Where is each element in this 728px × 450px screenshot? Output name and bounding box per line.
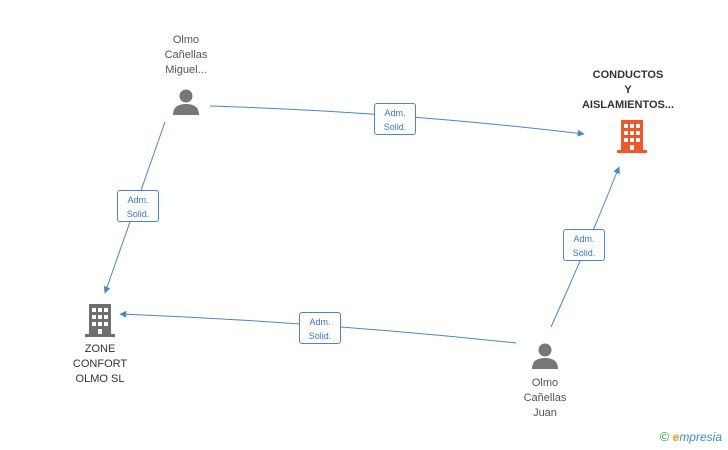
edge-role: Adm. (573, 234, 595, 244)
edge-label-miguel-zone: Adm. Solid. (117, 190, 159, 222)
edge-role: Adm. (309, 317, 331, 327)
person-icon (532, 343, 558, 369)
node-label-miguel[interactable]: Olmo Cañellas Miguel... (164, 34, 208, 76)
edge-role-type: Solid. (572, 248, 596, 258)
node-label-juan[interactable]: Olmo Cañellas Juan (523, 377, 567, 419)
edge-label-juan-zone: Adm. Solid. (299, 312, 341, 344)
brand-logo: © empresia (660, 429, 722, 444)
edge-role-type: Solid. (126, 209, 150, 219)
edge-role-type: Solid. (308, 331, 332, 341)
building-icon (85, 304, 115, 337)
node-label-conductos[interactable]: CONDUCTOS Y AISLAMIENTOS... (581, 69, 675, 111)
edge-role: Adm. (127, 195, 149, 205)
edge-role-type: Solid. (383, 122, 407, 132)
edge-label-miguel-conductos: Adm. Solid. (374, 103, 416, 135)
brand-name: mpresia (679, 430, 722, 444)
copyright-icon: © (659, 429, 670, 444)
edge-role: Adm. (384, 108, 406, 118)
node-label-zone[interactable]: ZONE CONFORT OLMO SL (72, 343, 128, 385)
person-icon (173, 89, 199, 115)
building-icon (617, 120, 647, 153)
edge-label-juan-conductos: Adm. Solid. (563, 229, 605, 261)
brand-initial: e (672, 430, 680, 444)
